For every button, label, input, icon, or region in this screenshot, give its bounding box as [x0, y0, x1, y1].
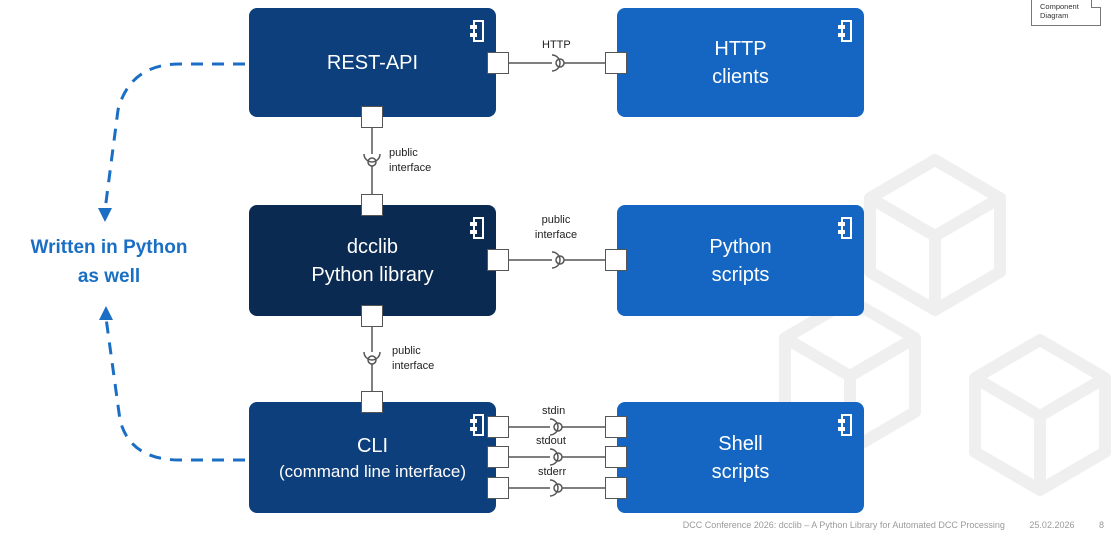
side-note-line-1: Written in Python	[30, 237, 188, 258]
dcclib-bottom-port	[361, 305, 383, 327]
python-interface-line-2: interface	[534, 228, 578, 241]
footer-date: 25.02.2026	[1029, 520, 1075, 530]
python-scripts-left-port	[605, 249, 627, 271]
dcclib-component: dcclib Python library	[249, 205, 496, 316]
shell-scripts-component: Shell scripts	[617, 402, 864, 513]
http-clients-label-1: HTTP	[714, 37, 767, 60]
component-icon	[838, 414, 852, 436]
cli-top-port	[361, 391, 383, 413]
http-clients-left-port	[605, 52, 627, 74]
footer-conference: DCC Conference 2026: dcclib – A Python L…	[682, 520, 1005, 530]
python-scripts-component: Python scripts	[617, 205, 864, 316]
dcclib-label-1: dcclib	[346, 235, 399, 258]
rest-api-right-port	[487, 52, 509, 74]
http-label: HTTP	[542, 39, 571, 51]
note-line-1: Component	[1040, 2, 1079, 11]
cli-interface-line-1: public	[392, 345, 421, 357]
cli-label-2: (command line interface)	[278, 461, 467, 481]
rest-api-component: REST-API	[249, 8, 496, 117]
written-in-python-note: Written in Python as well	[0, 234, 218, 291]
stdin-label: stdin	[542, 405, 566, 417]
python-scripts-label-1: Python	[709, 235, 772, 258]
diagram-type-note: Component Diagram	[1031, 0, 1101, 26]
rest-api-bottom-port	[361, 106, 383, 128]
cli-interface-label: public interface	[392, 344, 434, 374]
slide-footer: DCC Conference 2026: dcclib – A Python L…	[661, 520, 1104, 530]
dcclib-label-2: Python library	[311, 263, 434, 286]
stdout-label: stdout	[536, 435, 566, 447]
cli-stderr-port	[487, 477, 509, 499]
python-interface-label: public interface	[526, 213, 586, 243]
shell-stderr-port	[605, 477, 627, 499]
dcclib-right-port	[487, 249, 509, 271]
shell-stdin-port	[605, 416, 627, 438]
component-icon	[470, 20, 484, 42]
cli-interface-line-2: interface	[392, 359, 435, 372]
footer-page-number: 8	[1098, 520, 1104, 530]
rest-api-label: REST-API	[326, 51, 419, 74]
python-interface-line-1: public	[541, 214, 571, 226]
api-interface-line-2: interface	[389, 161, 432, 174]
stderr-label: stderr	[538, 466, 567, 478]
http-clients-label-2: clients	[712, 65, 769, 88]
cli-label-1: CLI	[356, 434, 389, 457]
http-clients-component: HTTP clients	[617, 8, 864, 117]
api-interface-line-1: public	[389, 147, 418, 159]
folded-corner-icon	[1091, 0, 1101, 8]
side-note-line-2: as well	[77, 265, 141, 287]
shell-scripts-label-1: Shell	[718, 432, 763, 455]
cli-stdin-port	[487, 416, 509, 438]
dcclib-top-port	[361, 194, 383, 216]
note-line-2: Diagram	[1040, 11, 1069, 20]
shell-scripts-label-2: scripts	[711, 460, 770, 483]
shell-stdout-port	[605, 446, 627, 468]
cli-stdout-port	[487, 446, 509, 468]
component-icon	[838, 20, 852, 42]
component-icon	[470, 414, 484, 436]
cli-component: CLI (command line interface)	[249, 402, 496, 513]
component-icon	[470, 217, 484, 239]
component-icon	[838, 217, 852, 239]
api-interface-label: public interface	[389, 146, 431, 176]
python-scripts-label-2: scripts	[711, 263, 770, 286]
